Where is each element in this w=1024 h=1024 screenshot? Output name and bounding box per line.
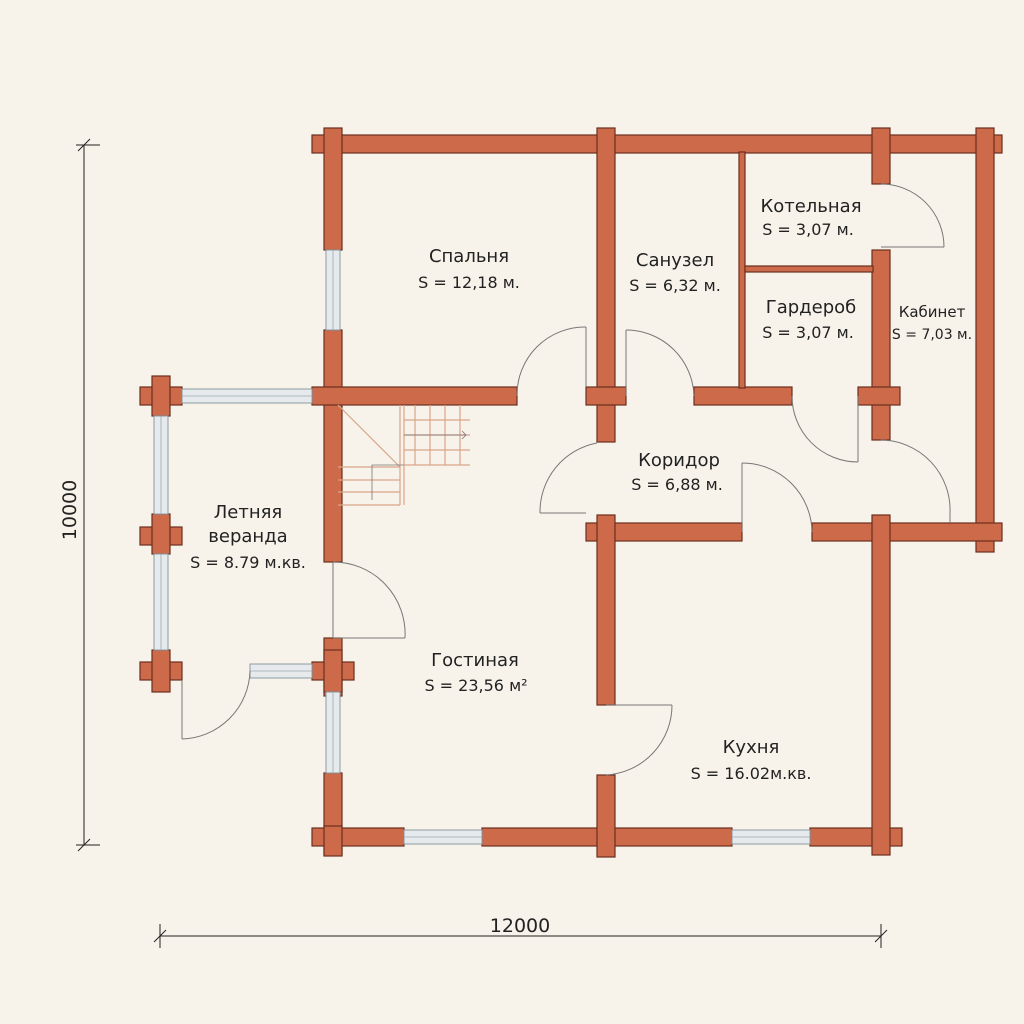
room-bedroom: Спальня S = 12,18 м.: [418, 246, 520, 292]
room-name: Коридор: [638, 450, 720, 471]
room-area: S = 3,07 м.: [762, 323, 854, 342]
stair-direction-arrow: [371, 430, 467, 500]
door-veranda-living: [332, 561, 406, 639]
window: [325, 249, 341, 331]
room-area: S = 23,56 м²: [424, 676, 527, 695]
room-area: S = 16.02м.кв.: [691, 764, 812, 783]
room-area: S = 6,88 м.: [631, 475, 723, 494]
door-kitchen: [605, 704, 673, 776]
dimension-horizontal: 12000: [153, 915, 888, 948]
doors: [181, 183, 951, 776]
walls: [139, 127, 1003, 858]
room-area: S = 7,03 м.: [892, 327, 972, 343]
width-dimension-label: 12000: [490, 915, 550, 937]
wall-kitchen-left-lower: [596, 774, 616, 858]
veranda-post-mid-v: [151, 513, 171, 555]
room-area: S = 12,18 м.: [418, 273, 520, 292]
room-area: S = 6,32 м.: [629, 276, 721, 295]
room-area: S = 8.79 м.кв.: [190, 553, 306, 572]
room-veranda: Летняя веранда S = 8.79 м.кв.: [190, 502, 306, 572]
dimension-vertical: 10000: [59, 138, 100, 852]
wall-office-stub: [857, 386, 901, 406]
door-bedroom: [516, 326, 587, 397]
wall-left-upper: [323, 127, 343, 251]
room-office: Кабинет S = 7,03 м.: [892, 303, 972, 343]
veranda-post-bottom-v: [151, 649, 171, 693]
wall-kitchen-left: [596, 514, 616, 706]
room-corridor: Коридор S = 6,88 м.: [631, 450, 723, 494]
room-area: S = 3,07 м.: [762, 220, 854, 239]
wall-bedroom-bottom: [311, 386, 518, 406]
height-dimension-label: 10000: [59, 480, 81, 540]
room-living: Гостиная S = 23,56 м²: [424, 650, 527, 695]
wall-corridor-bottom-right: [811, 522, 1003, 542]
windows: [153, 249, 811, 845]
room-bathroom: Санузел S = 6,32 м.: [629, 250, 721, 295]
room-name-line1: Летняя: [214, 502, 283, 523]
room-name-line2: веранда: [208, 526, 287, 547]
partition-utility-mid: [744, 265, 874, 273]
room-name: Кабинет: [899, 303, 966, 321]
wall-office-left-lower: [871, 249, 891, 441]
wall-bedroom-bath-stub: [585, 386, 627, 406]
door-boiler: [880, 183, 945, 248]
room-name: Гардероб: [766, 297, 857, 318]
room-wardrobe: Гардероб S = 3,07 м.: [762, 297, 856, 342]
window: [181, 388, 313, 404]
door-veranda-outer: [181, 670, 251, 740]
door-office: [880, 439, 951, 523]
door-corridor-right: [741, 462, 813, 533]
wall-left-mid: [323, 329, 343, 563]
window: [249, 663, 313, 679]
wall-top: [311, 134, 1003, 154]
room-kitchen: Кухня S = 16.02м.кв.: [691, 737, 812, 783]
wall-bath-bottom: [693, 386, 793, 406]
door-bathroom: [625, 329, 695, 397]
log-end: [323, 825, 343, 857]
room-boiler: Котельная S = 3,07 м.: [760, 196, 861, 239]
window: [153, 553, 169, 651]
room-name: Санузел: [636, 250, 714, 271]
room-name: Котельная: [760, 196, 861, 217]
window: [403, 829, 483, 845]
door-corridor-left: [539, 442, 598, 514]
wall-bedroom-bath: [596, 127, 616, 443]
log-end: [323, 649, 343, 693]
veranda-post-top-v: [151, 375, 171, 417]
window: [153, 415, 169, 515]
staircase: [337, 404, 470, 506]
door-wardrobe: [791, 395, 859, 463]
wall-office-left: [871, 127, 891, 185]
room-name: Кухня: [723, 737, 780, 758]
window: [325, 691, 341, 774]
partition-utility-left: [738, 151, 746, 389]
room-name: Спальня: [429, 246, 509, 267]
room-name: Гостиная: [431, 650, 519, 671]
window: [731, 829, 811, 845]
wall-right: [975, 127, 995, 553]
wall-kitchen-right: [871, 514, 891, 856]
